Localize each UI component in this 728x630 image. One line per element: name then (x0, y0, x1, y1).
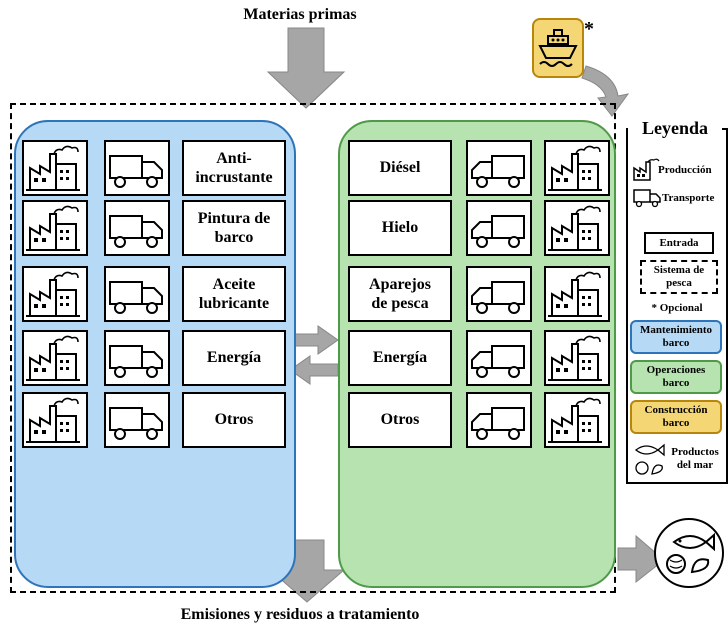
maintenance-input-box: Otros (182, 392, 286, 448)
operations-input-box: Energía (348, 330, 452, 386)
ship-construction-box (532, 18, 584, 78)
legend-input-swatch: Entrada (644, 232, 714, 254)
legend-factory-icon (633, 158, 660, 181)
maintenance-input-box: Pintura de barco (182, 200, 286, 256)
factory-icon (22, 200, 88, 256)
operations-input-box: Aparejos de pesca (348, 266, 452, 322)
optional-asterisk: * (584, 18, 594, 40)
seafood-arrow (617, 534, 665, 584)
truck-icon (466, 392, 532, 448)
emissions-label: Emisiones y residuos a tratamiento (180, 606, 420, 623)
truck-icon (466, 200, 532, 256)
legend-transport-label: Transporte (662, 192, 715, 204)
truck-icon (104, 392, 170, 448)
factory-icon (22, 392, 88, 448)
truck-icon (104, 200, 170, 256)
factory-icon (544, 330, 610, 386)
truck-icon (104, 330, 170, 386)
legend-maintenance-swatch: Mantenimiento barco (630, 320, 722, 354)
legend-fishing-system-swatch: Sistema de pesca (640, 260, 718, 294)
truck-icon (104, 266, 170, 322)
exchange-arrow-left (289, 355, 339, 385)
raw-materials-label: Materias primas (243, 6, 357, 23)
operations-input-box: Otros (348, 392, 452, 448)
maintenance-input-box: Energía (182, 330, 286, 386)
factory-icon (22, 330, 88, 386)
factory-icon (544, 200, 610, 256)
truck-icon (104, 140, 170, 196)
ship-arrow (581, 65, 630, 117)
legend-seafood-label: Productos del mar (671, 446, 719, 471)
legend-construction-swatch: Construcción barco (630, 400, 722, 434)
legend-operations-swatch: Operaciones barco (630, 360, 722, 394)
truck-icon (466, 266, 532, 322)
seafood-icon (666, 532, 715, 574)
factory-icon (544, 266, 610, 322)
maintenance-input-box: Anti- incrustante (182, 140, 286, 196)
operations-input-box: Hielo (348, 200, 452, 256)
ship-icon (538, 29, 578, 67)
truck-icon (466, 140, 532, 196)
legend-seafood-icon (634, 443, 665, 475)
truck-icon (466, 330, 532, 386)
factory-icon (544, 140, 610, 196)
factory-icon (22, 140, 88, 196)
seafood-output (654, 518, 724, 588)
factory-icon (544, 392, 610, 448)
legend-production-label: Producción (658, 164, 712, 176)
legend-truck-icon (633, 189, 661, 208)
operations-input-box: Diésel (348, 140, 452, 196)
maintenance-input-box: Aceite lubricante (182, 266, 286, 322)
legend-title: Leyenda (628, 118, 722, 139)
legend-optional-label: * Opcional (651, 302, 703, 314)
factory-icon (22, 266, 88, 322)
raw-materials-arrow (266, 27, 346, 109)
